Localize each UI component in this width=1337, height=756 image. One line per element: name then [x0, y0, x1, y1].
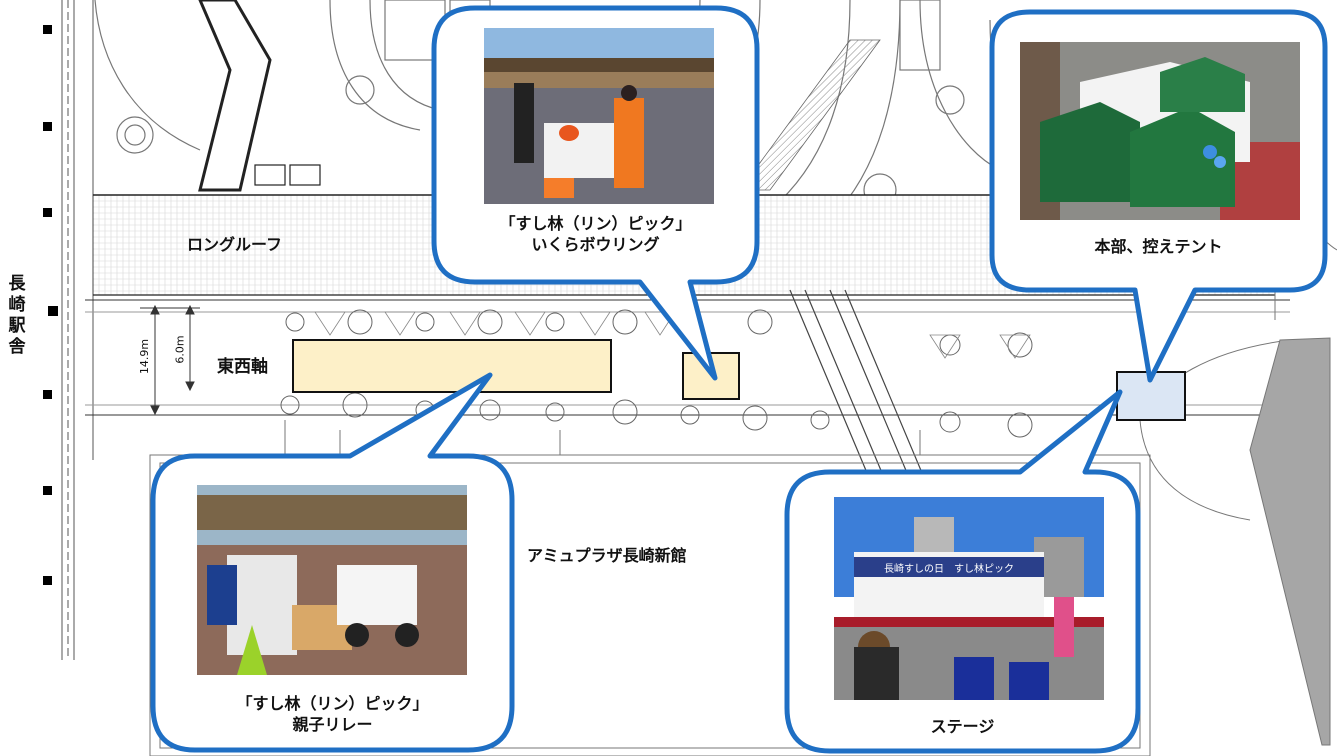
long-roof-label: ロングルーフ [187, 235, 283, 254]
hq-tent-photo [1020, 42, 1300, 220]
dimension-6-0: 6.0m [173, 335, 187, 364]
relay-photo [197, 485, 467, 675]
relay-event-area [292, 339, 612, 393]
hq-caption-line1: 本部、控えテント [1094, 237, 1223, 256]
east-west-axis-label: 東西軸 [217, 357, 268, 377]
amu-plaza-label: アミュプラザ長崎新館 [527, 546, 687, 565]
relay-caption: 「すし林（リン）ピック」 親子リレー [153, 693, 512, 735]
relay-caption-line1: 「すし林（リン）ピック」 [236, 694, 429, 713]
bowling-caption: 「すし林（リン）ピック」 いくらボウリング [434, 213, 757, 255]
bowling-caption-line1: 「すし林（リン）ピック」 [499, 214, 692, 233]
margin-markers [43, 25, 58, 585]
stage-photo: 長崎すしの日 すし林ピック [834, 497, 1104, 700]
dimension-14-9: 14.9m [138, 338, 152, 375]
bowling-photo [484, 28, 714, 204]
hq-caption: 本部、控えテント [992, 236, 1325, 257]
relay-caption-line2: 親子リレー [292, 715, 373, 734]
stage-caption: ステージ [787, 716, 1138, 737]
bowling-caption-line2: いくらボウリング [531, 235, 660, 254]
stage-caption-line1: ステージ [930, 717, 995, 736]
right-wedge-area [1249, 337, 1331, 746]
stage-banner-text: 長崎すしの日 すし林ピック [884, 562, 1014, 575]
station-label: 長崎駅舎 [8, 274, 26, 357]
